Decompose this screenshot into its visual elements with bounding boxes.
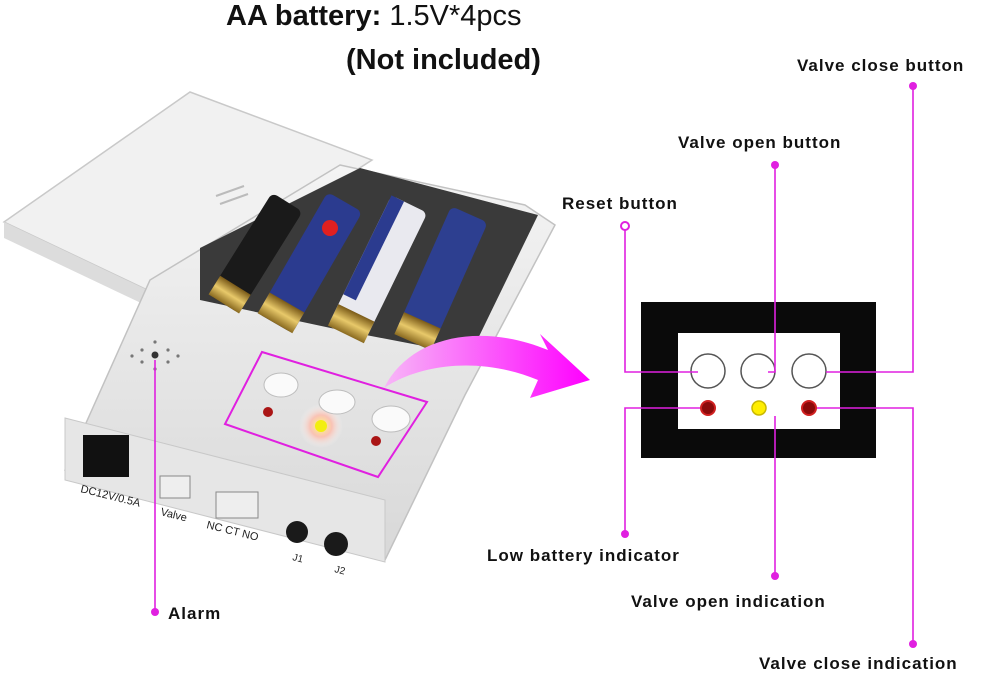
valve-open-button-label: Valve open button — [678, 133, 842, 152]
battery-spec: 1.5V*4pcs — [389, 0, 522, 32]
aa-batteries — [208, 194, 486, 351]
low-battery-indicator-label: Low battery indicator — [487, 546, 680, 565]
alarm-speaker — [130, 340, 180, 371]
battery-heading: AA battery: 1.5V*4pcs — [226, 0, 522, 33]
battery-label: AA battery — [226, 0, 372, 32]
battery-separator: : — [371, 0, 382, 32]
callout-lines — [154, 86, 914, 644]
battery-lid — [2, 91, 374, 312]
valve-close-button-label: Valve close button — [797, 56, 965, 75]
reset-button-label: Reset button — [562, 194, 678, 213]
jack1-label: J1 — [291, 552, 304, 565]
device-controls — [223, 350, 429, 479]
callout-dots — [151, 82, 917, 648]
battery-note: (Not included) — [346, 44, 541, 76]
jack2-label: J2 — [333, 564, 346, 577]
alarm-label: Alarm — [168, 604, 222, 623]
valve-open-indication-label: Valve open indication — [631, 592, 826, 611]
device-ports — [83, 435, 348, 556]
zoomed-control-panel — [641, 302, 876, 458]
zoom-arrow — [384, 334, 590, 398]
valve-close-indication-label: Valve close indication — [759, 654, 958, 673]
